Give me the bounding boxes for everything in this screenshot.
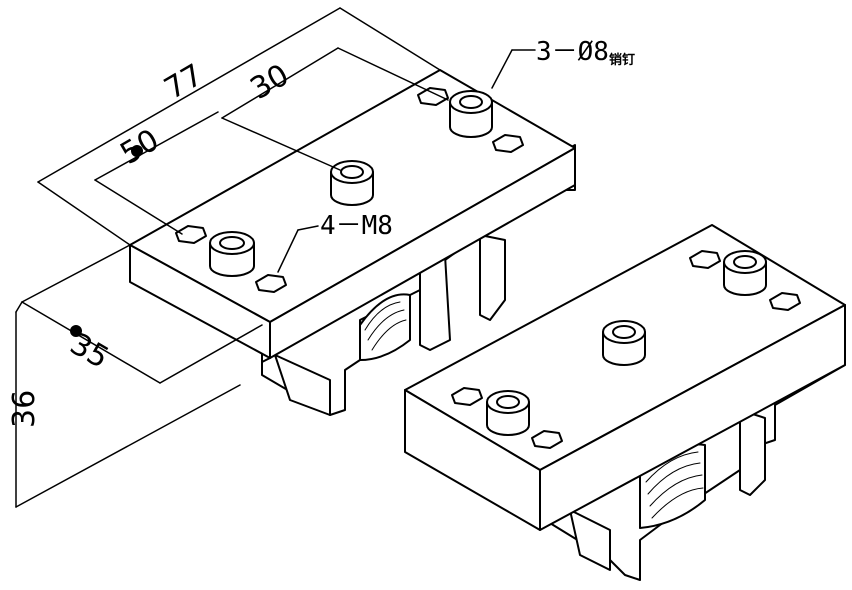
left-m8-hole (255, 274, 287, 293)
right-block-side-tab (739, 409, 766, 496)
dim-30-line (221, 47, 339, 119)
right-thread-lines (645, 451, 704, 519)
dim-arrow-dot (131, 145, 143, 157)
dim-77-label: 77 (159, 58, 210, 107)
left-block-guide-flange (274, 354, 331, 416)
dowel-callout-leader (491, 49, 513, 89)
left-m8-hole (417, 87, 449, 106)
right-dowel-pin (486, 390, 530, 436)
left-block-thread-boss (359, 293, 411, 361)
left-block (129, 69, 576, 416)
right-m8-hole (769, 292, 801, 311)
left-dowel-pin (449, 90, 493, 138)
left-block-right-face (269, 147, 576, 359)
dowel-pin-callout-suffix: 销钉 (609, 52, 635, 68)
tapped-hole-callout: 4－M8 (320, 211, 393, 241)
dim-arrow-dot (70, 325, 82, 337)
left-block-side-tab (479, 234, 506, 321)
left-dowel-pin (209, 231, 255, 277)
right-m8-hole (689, 250, 721, 269)
right-block-guide-flange (569, 509, 611, 571)
left-m8-hole (175, 225, 207, 244)
left-m8-hole (492, 134, 524, 153)
right-dowel-pin (723, 250, 767, 296)
dim-36-label: 36 (7, 390, 42, 428)
dim-35-line (21, 301, 161, 384)
left-thread-lines (364, 301, 407, 351)
dim-77-line (37, 7, 341, 183)
dimension-lines (15, 7, 536, 508)
m8-callout-leader (277, 229, 299, 273)
right-block-right-face (539, 304, 846, 531)
right-m8-hole (451, 387, 483, 406)
right-block (404, 224, 846, 581)
right-m8-hole (531, 430, 563, 449)
dowel-pin-callout: 3－Ø8销钉 (536, 37, 635, 68)
dim-50-line (94, 111, 219, 181)
dowel-pin-callout-main: 3－Ø8 (536, 37, 609, 67)
left-dowel-pin (330, 160, 374, 206)
right-dowel-pin (602, 320, 646, 366)
